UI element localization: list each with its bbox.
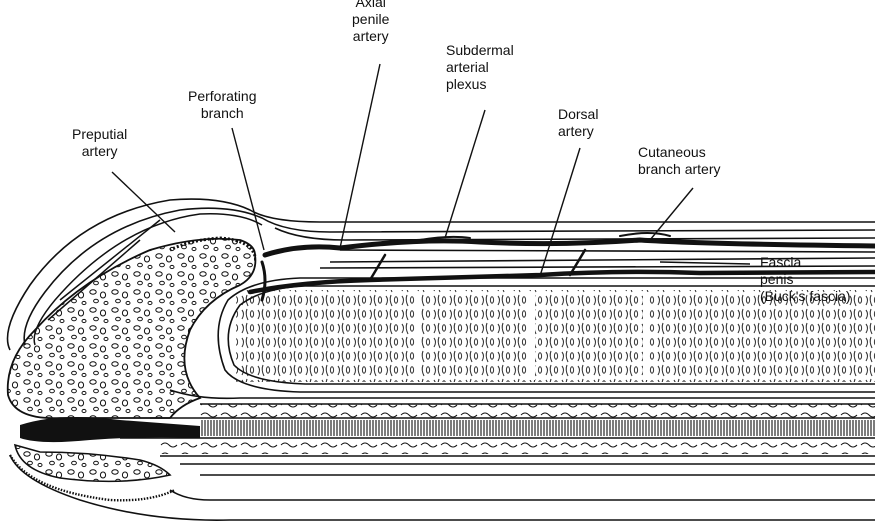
lower-spongiosum [160, 440, 875, 454]
subdermal-plexus-vessel [262, 237, 875, 258]
leader-dorsal [539, 147, 581, 277]
label-cutaneous-branch-artery: Cutaneous branch artery [638, 144, 721, 177]
axial-connector-b [568, 248, 587, 277]
corpus-spongiosum-band [200, 404, 875, 418]
label-fascia-penis: Fascia penis (Buck's fascia) [760, 254, 851, 304]
septum-lines [415, 292, 649, 380]
leader-preputial [111, 171, 176, 233]
leader-lines [111, 63, 751, 277]
dorsal-artery-vessel [247, 269, 875, 295]
arteries [247, 232, 875, 302]
leader-fascia [659, 261, 751, 265]
urethra-striations [200, 420, 875, 436]
urethral-meatus [8, 416, 200, 502]
leader-subdermal [444, 109, 486, 239]
axial-connector-a [368, 253, 387, 282]
leader-cutaneous [649, 187, 694, 241]
label-dorsal-artery: Dorsal artery [558, 106, 599, 139]
corpus-cavernosum [236, 290, 875, 382]
label-perforating-branch: Perforating branch [188, 88, 257, 121]
leader-axial [339, 63, 381, 249]
label-axial-penile-artery: Axial penile artery [352, 0, 390, 44]
glans [6, 236, 257, 420]
label-preputial-artery: Preputial artery [72, 126, 128, 159]
perforating-branch-vessel [260, 260, 267, 302]
leader-perforating [231, 127, 265, 251]
label-subdermal-arterial-plexus: Subdermal arterial plexus [446, 42, 514, 92]
prepuce-fold [33, 212, 263, 346]
